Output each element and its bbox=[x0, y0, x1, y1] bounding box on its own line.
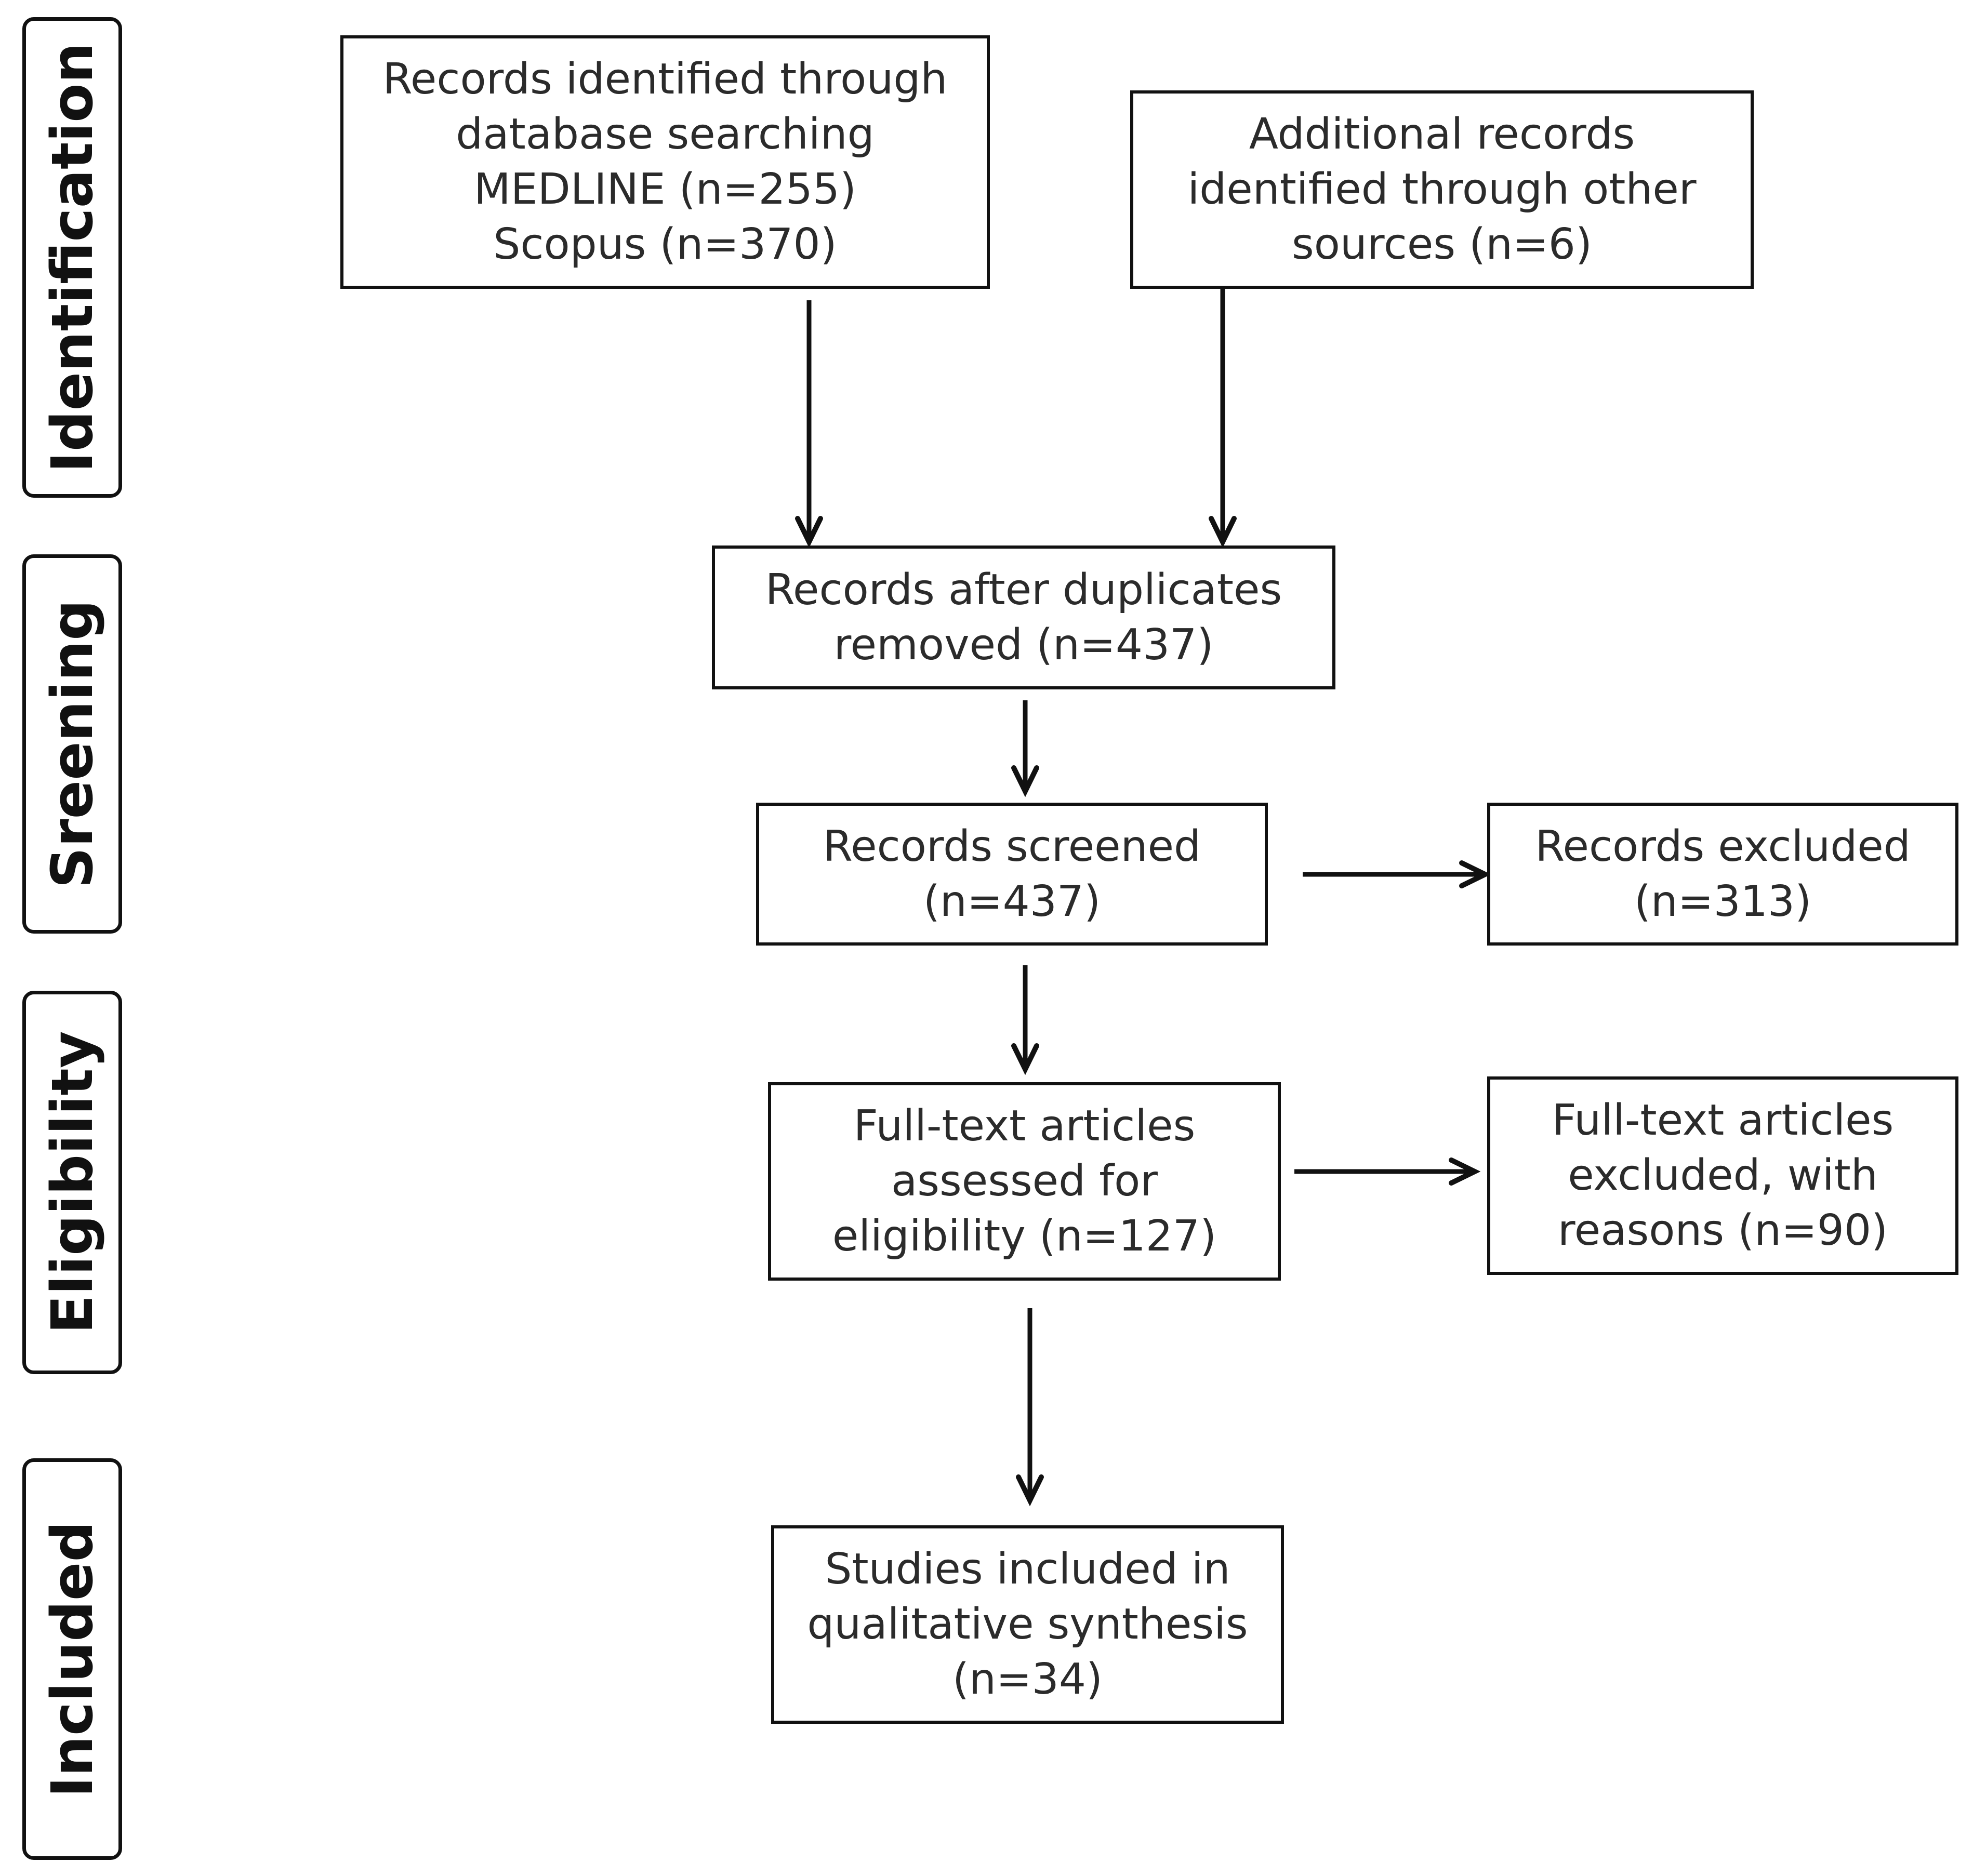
box-after-duplicates: Records after duplicates removed (n=437) bbox=[712, 545, 1335, 689]
arrowhead-5 bbox=[1011, 1043, 1039, 1075]
box-records-screened-line: Records screened bbox=[823, 821, 1201, 871]
stage-identification: Identification bbox=[22, 17, 122, 498]
box-records-excluded-line: Records excluded bbox=[1535, 821, 1911, 871]
box-studies-included-line: (n=34) bbox=[952, 1655, 1103, 1704]
box-database-search: Records identified through database sear… bbox=[340, 35, 990, 289]
arrowhead-2 bbox=[1209, 516, 1237, 548]
box-database-search-line: Records identified through bbox=[382, 55, 948, 104]
arrowhead-7 bbox=[1016, 1474, 1044, 1507]
stage-eligibility-label: Eligibility bbox=[39, 1031, 105, 1334]
box-other-sources: Additional records identified through ot… bbox=[1130, 90, 1754, 289]
arrowhead-6 bbox=[1449, 1157, 1481, 1186]
arrowhead-3 bbox=[1011, 765, 1039, 797]
stage-included-label: Included bbox=[39, 1521, 105, 1798]
stage-eligibility: Eligibility bbox=[22, 991, 122, 1374]
arrowhead-1 bbox=[795, 516, 823, 548]
box-studies-included-line: qualitative synthesis bbox=[807, 1600, 1248, 1649]
box-records-excluded: Records excluded (n=313) bbox=[1487, 803, 1958, 946]
box-other-sources-line: Additional records bbox=[1249, 110, 1635, 159]
box-fulltext-assessed-line: eligibility (n=127) bbox=[832, 1212, 1217, 1261]
box-other-sources-line: identified through other bbox=[1187, 165, 1697, 214]
box-fulltext-excluded: Full-text articles excluded, with reason… bbox=[1487, 1076, 1958, 1275]
stage-included: Included bbox=[22, 1458, 122, 1860]
box-database-search-line: database searching bbox=[456, 110, 875, 159]
box-records-screened-line: (n=437) bbox=[923, 876, 1101, 926]
box-records-excluded-line: (n=313) bbox=[1634, 876, 1812, 926]
stage-screening: Sreening bbox=[22, 554, 122, 934]
box-after-duplicates-line: Records after duplicates bbox=[765, 565, 1282, 615]
box-studies-included: Studies included in qualitative synthesi… bbox=[771, 1525, 1284, 1724]
stage-screening-label: Sreening bbox=[39, 600, 105, 888]
box-records-screened: Records screened (n=437) bbox=[756, 803, 1268, 946]
box-after-duplicates-line: removed (n=437) bbox=[833, 620, 1214, 670]
box-fulltext-excluded-line: reasons (n=90) bbox=[1557, 1206, 1888, 1255]
stage-identification-label: Identification bbox=[39, 42, 105, 473]
box-database-search-line: Scopus (n=370) bbox=[493, 220, 837, 269]
box-other-sources-line: sources (n=6) bbox=[1292, 220, 1592, 269]
box-fulltext-assessed-line: assessed for bbox=[891, 1156, 1158, 1206]
box-fulltext-excluded-line: excluded, with bbox=[1568, 1151, 1878, 1200]
arrowhead-4 bbox=[1459, 860, 1491, 888]
box-fulltext-assessed: Full-text articles assessed for eligibil… bbox=[768, 1082, 1281, 1281]
box-database-search-line: MEDLINE (n=255) bbox=[474, 165, 856, 214]
box-fulltext-assessed-line: Full-text articles bbox=[853, 1101, 1196, 1151]
box-fulltext-excluded-line: Full-text articles bbox=[1552, 1096, 1894, 1145]
box-studies-included-line: Studies included in bbox=[825, 1545, 1230, 1594]
